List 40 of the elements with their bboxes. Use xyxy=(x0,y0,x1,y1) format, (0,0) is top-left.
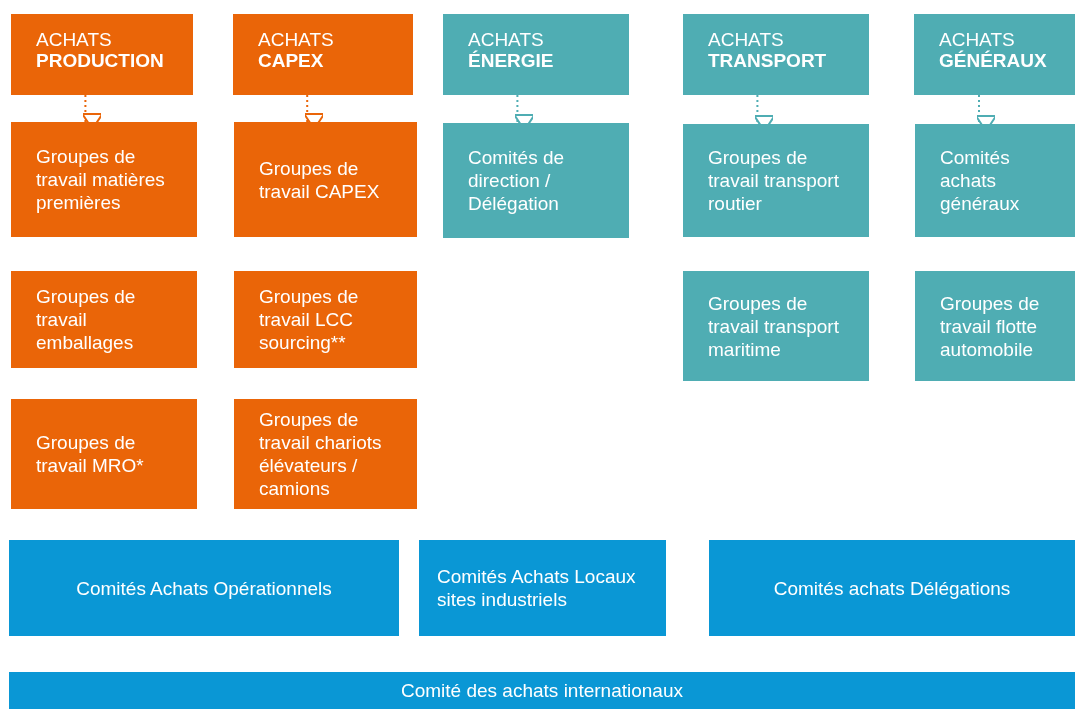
box-label: Groupes de travail LCC sourcing** xyxy=(259,285,360,354)
process-box xyxy=(11,122,197,237)
process-box xyxy=(9,672,1075,709)
process-box xyxy=(234,122,417,237)
header-title: ACHATS ÉNERGIE xyxy=(468,29,555,71)
header-box xyxy=(443,14,629,95)
header-title: ACHATS CAPEX xyxy=(258,29,335,71)
header-title: ACHATS PRODUCTION xyxy=(36,29,165,71)
box-label: Groupes de travail flotte automobile xyxy=(940,291,1041,361)
box-label: Groupes de travail matières premières xyxy=(36,145,166,214)
box-label: Comités Achats Opérationnels xyxy=(76,576,332,600)
header-box xyxy=(11,14,193,95)
process-box xyxy=(915,271,1075,381)
header-title: ACHATS GÉNÉRAUX xyxy=(939,29,1048,71)
process-box xyxy=(11,271,197,368)
box-label: Groupes de travail transport routier xyxy=(708,146,840,215)
box-label: Groupes de travail transport maritime xyxy=(708,291,840,361)
box-label: Groupes de travail MRO* xyxy=(36,431,145,477)
process-box xyxy=(683,271,869,381)
process-box xyxy=(683,124,869,237)
process-box xyxy=(234,271,417,368)
process-box xyxy=(419,540,666,636)
process-box xyxy=(915,124,1075,237)
box-label: Comités Achats Locaux sites industriels xyxy=(437,565,637,611)
header-box xyxy=(233,14,413,95)
process-box xyxy=(9,540,399,636)
process-box xyxy=(709,540,1075,636)
box-label: Comité des achats internationaux xyxy=(401,679,683,702)
box-label: Comités achats généraux xyxy=(940,146,1021,215)
box-label: Groupes de travail emballages xyxy=(36,285,137,354)
header-title: ACHATS TRANSPORT xyxy=(708,29,828,71)
process-box xyxy=(11,399,197,509)
header-box xyxy=(914,14,1075,95)
process-box xyxy=(234,399,417,509)
header-box xyxy=(683,14,869,95)
process-box xyxy=(443,123,629,238)
box-label: Groupes de travail chariots élévateurs / camions xyxy=(259,408,383,500)
box-label: Groupes de travail CAPEX xyxy=(259,156,381,203)
box-label: Comités de direction / Délégation xyxy=(468,146,566,215)
box-label: Comités achats Délégations xyxy=(773,576,1011,600)
